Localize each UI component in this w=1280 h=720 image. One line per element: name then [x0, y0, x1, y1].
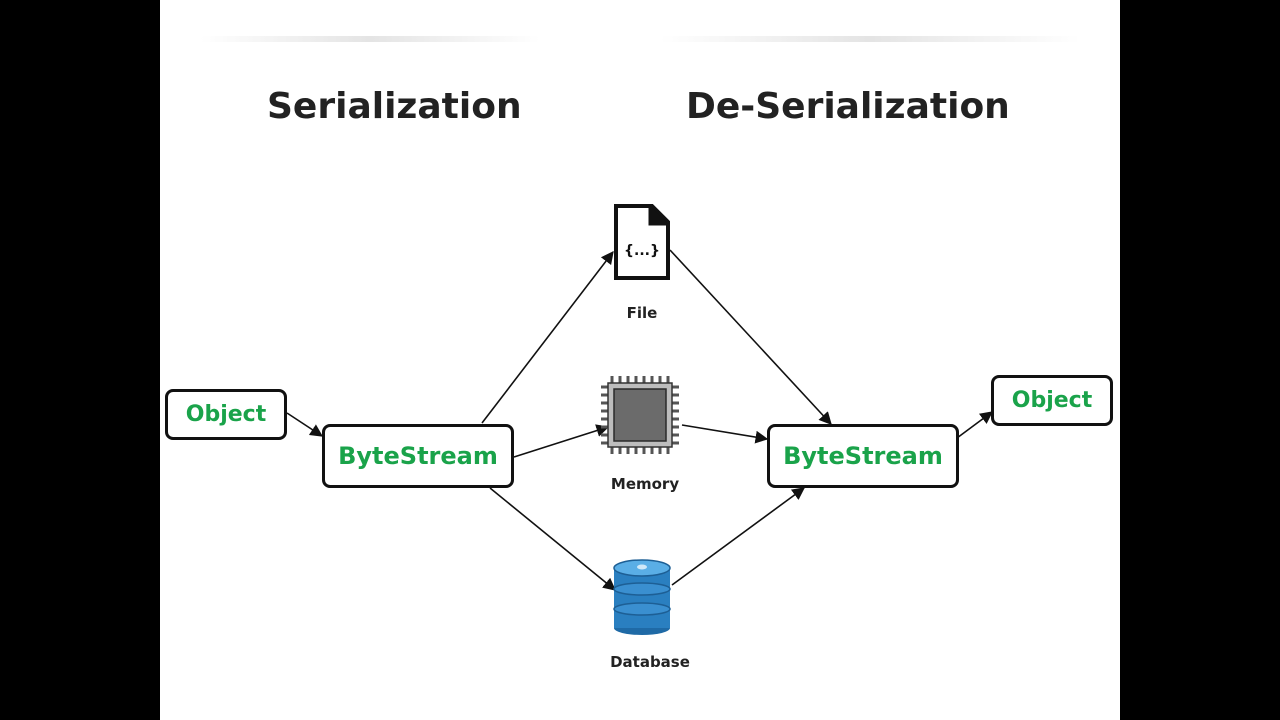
- arrow-bytestream-to-file: [481, 250, 614, 424]
- memory-label: Memory: [610, 475, 680, 493]
- file-label: File: [626, 304, 658, 322]
- bytestream-box-right: ByteStream: [767, 424, 959, 488]
- arrow-object-to-bytestream: [286, 412, 324, 437]
- decorative-bar: [660, 36, 1080, 42]
- arrow-bytestream-to-memory: [513, 424, 610, 458]
- flow-diagram: {...}: [286, 204, 994, 635]
- arrow-bytestream-to-object: [956, 411, 994, 439]
- serialization-title: Serialization: [267, 86, 522, 127]
- bytestream-box-left: ByteStream: [322, 424, 514, 488]
- database-icon: [613, 559, 671, 635]
- object-box-right: Object: [991, 375, 1113, 426]
- arrow-bytestream-to-database: [489, 487, 616, 591]
- diagram-canvas: Serialization De-Serialization {...}: [160, 0, 1120, 720]
- file-glyph: {...}: [624, 243, 660, 259]
- arrow-memory-to-bytestream: [681, 424, 769, 444]
- object-box-left: Object: [165, 389, 287, 440]
- arrow-database-to-bytestream: [671, 487, 806, 586]
- decorative-bar: [200, 36, 540, 42]
- file-json-icon: {...}: [614, 204, 670, 280]
- arrow-file-to-bytestream: [669, 249, 832, 425]
- memory-chip-icon: [601, 376, 679, 454]
- deserialization-title: De-Serialization: [686, 86, 1010, 127]
- database-label: Database: [610, 653, 690, 671]
